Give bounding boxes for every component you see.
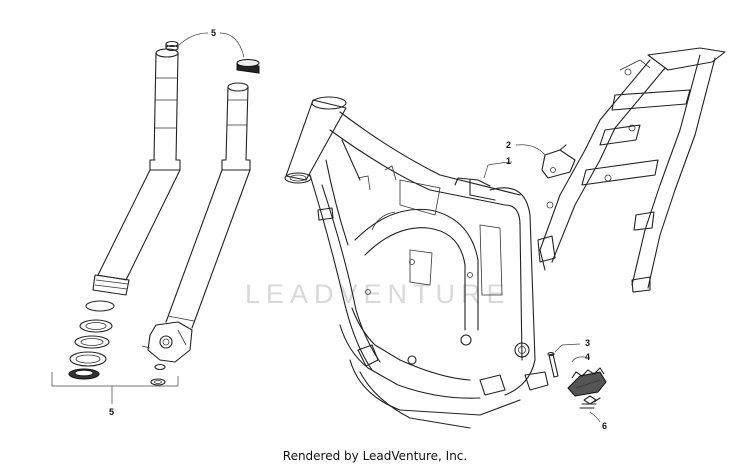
callout-leader-3 bbox=[554, 343, 581, 353]
callout-2: 2 bbox=[506, 140, 511, 150]
subframe-bracket[interactable] bbox=[541, 144, 576, 179]
fork-cap-small[interactable] bbox=[165, 40, 179, 52]
main-frame[interactable] bbox=[284, 96, 549, 429]
fork-tube-left[interactable] bbox=[92, 48, 181, 296]
callout-leader-2 bbox=[515, 144, 546, 156]
callout-3: 3 bbox=[585, 338, 590, 348]
fork-tube-right[interactable] bbox=[165, 82, 251, 329]
footer-caption: Rendered by LeadVenture, Inc. bbox=[282, 449, 468, 463]
callout-4: 4 bbox=[585, 352, 590, 362]
callout-6: 6 bbox=[602, 421, 607, 431]
footpeg[interactable] bbox=[567, 367, 607, 397]
callout-leader-5-left bbox=[178, 32, 209, 46]
fork-seal-stack[interactable] bbox=[68, 300, 115, 380]
group-bracket bbox=[51, 372, 179, 387]
callout-leader-5-right bbox=[219, 32, 245, 58]
watermark-text: LEADVENTURE bbox=[245, 279, 511, 309]
footpeg-pin[interactable] bbox=[547, 351, 559, 378]
fork-cap-large[interactable] bbox=[236, 59, 260, 74]
footpeg-spring[interactable] bbox=[579, 395, 601, 409]
callout-leader-6 bbox=[589, 411, 601, 423]
callout-leader-1 bbox=[487, 161, 513, 166]
callout-5-bottom: 5 bbox=[109, 407, 114, 417]
callout-5-top: 5 bbox=[211, 28, 216, 38]
callout-leader-4 bbox=[571, 356, 586, 363]
callout-leader-1b bbox=[483, 164, 489, 179]
callout-1: 1 bbox=[506, 156, 511, 166]
fork-axle-lug[interactable] bbox=[141, 321, 193, 386]
rear-subframe[interactable] bbox=[537, 47, 726, 293]
